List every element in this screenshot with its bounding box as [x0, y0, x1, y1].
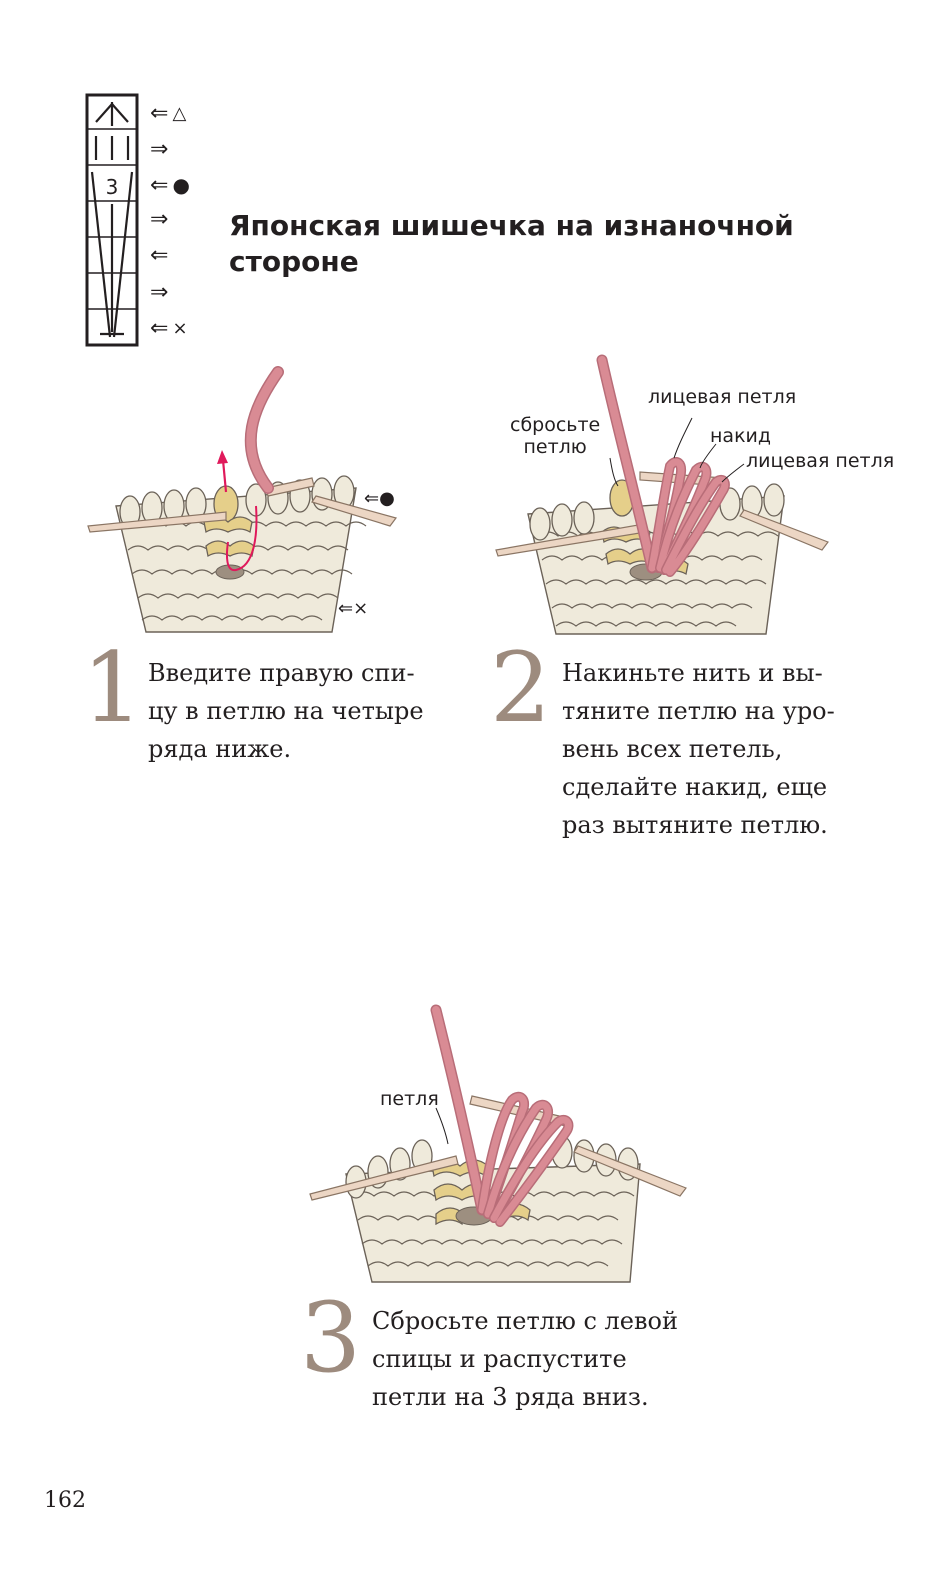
cross-icon: ×: [172, 317, 188, 339]
page-title: Японская шишечка на изнаночной стороне: [229, 209, 794, 278]
chart-row-arrow: ⇐△: [150, 100, 187, 126]
chart-row-arrow: ⇒: [150, 136, 169, 162]
label-loop: петля: [380, 1088, 439, 1110]
label-yarn-over: накид: [710, 425, 772, 447]
label-knit-stitch-1: лицевая петля: [648, 386, 797, 408]
step1-illustration: [87, 366, 398, 633]
step-3-text: Сбросьте петлю с левой спицы и распустит…: [372, 1307, 678, 1411]
chart-row-arrow: ⇒: [150, 279, 169, 305]
page-number: 162: [44, 1488, 86, 1513]
row-marker-bottom: ⇐×: [338, 598, 369, 619]
label-drop-loop: сбросьте петлю: [510, 414, 601, 458]
triangle-icon: △: [172, 102, 187, 124]
step-3-number: 3: [300, 1282, 362, 1394]
stitch-chart-symbol: 3: [85, 93, 139, 347]
step-2-text: Накиньте нить и вы- тяните петлю на уро-…: [562, 659, 835, 839]
chart-row-arrow: ⇐: [150, 242, 169, 268]
chart-row-arrow: ⇐●: [150, 172, 190, 198]
step2-illustration: [495, 354, 829, 635]
label-knit-stitch-2: лицевая петля: [746, 450, 895, 472]
step-1-text: Введите правую спи- цу в петлю на четыре…: [148, 659, 424, 763]
step-1-number: 1: [82, 632, 144, 744]
step3-illustration: [309, 1004, 687, 1283]
chart-cell-number: 3: [106, 175, 119, 199]
chart-row-arrow: ⇐×: [150, 315, 188, 341]
chart-row-arrow: ⇒: [150, 206, 169, 232]
step-2-number: 2: [490, 632, 552, 744]
row-marker-top: ⇐●: [364, 488, 395, 509]
dot-icon: ●: [172, 173, 190, 197]
